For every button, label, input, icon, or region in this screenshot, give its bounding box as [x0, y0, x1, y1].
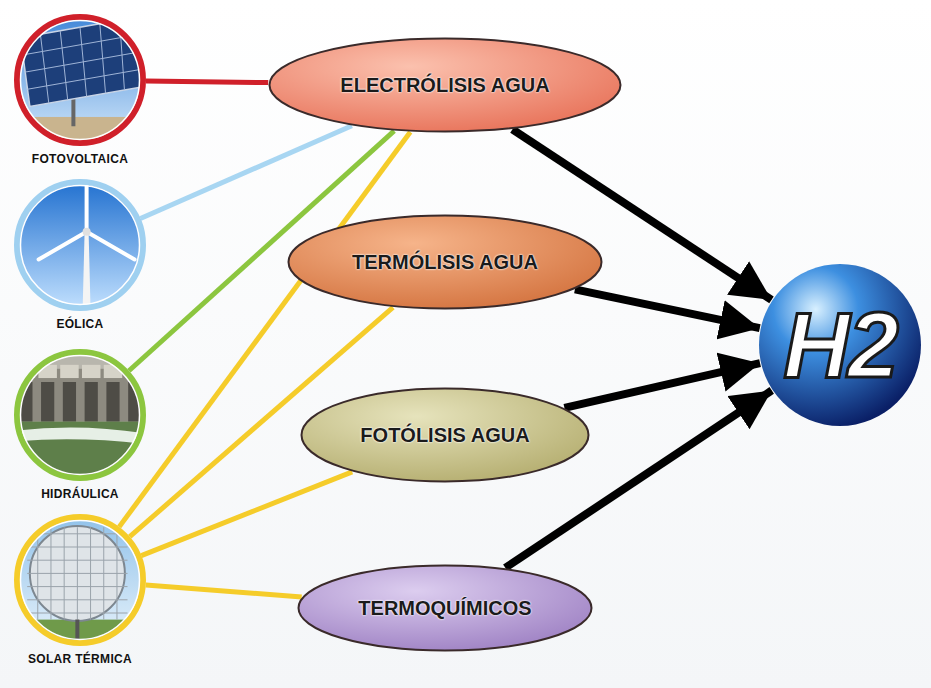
- source-picture: [14, 514, 146, 646]
- energy-link: [146, 81, 268, 83]
- energy-link: [146, 585, 302, 597]
- process-ellipse: TERMÓLISIS AGUA: [287, 214, 603, 310]
- energy-source-circle: FOTOVOLTAICA: [14, 14, 146, 146]
- process-label: TERMÓLISIS AGUA: [352, 251, 538, 274]
- energy-source-circle: HIDRÁULICA: [14, 349, 146, 481]
- energy-source-circle: SOLAR TÉRMICA: [14, 514, 146, 646]
- energy-link: [141, 472, 352, 556]
- source-picture: [14, 349, 146, 481]
- source-label: EÓLICA: [0, 317, 186, 331]
- source-label: SOLAR TÉRMICA: [0, 652, 186, 666]
- product-label: H2: [783, 299, 897, 391]
- hydrogen-sphere: H2: [758, 263, 922, 427]
- process-ellipse: FOTÓLISIS AGUA: [300, 387, 590, 483]
- process-label: ELECTRÓLISIS AGUA: [340, 74, 549, 97]
- process-label: FOTÓLISIS AGUA: [360, 424, 529, 447]
- process-label: TERMOQUÍMICOS: [358, 597, 531, 620]
- process-arrow: [564, 363, 760, 408]
- source-label: FOTOVOLTAICA: [0, 152, 186, 166]
- source-picture: [14, 179, 146, 311]
- source-picture: [14, 14, 146, 146]
- source-label: HIDRÁULICA: [0, 487, 186, 501]
- energy-link: [140, 126, 351, 219]
- energy-source-circle: EÓLICA: [14, 179, 146, 311]
- process-arrow: [575, 289, 760, 328]
- process-ellipse: TERMOQUÍMICOS: [297, 564, 593, 652]
- process-ellipse: ELECTRÓLISIS AGUA: [268, 37, 622, 133]
